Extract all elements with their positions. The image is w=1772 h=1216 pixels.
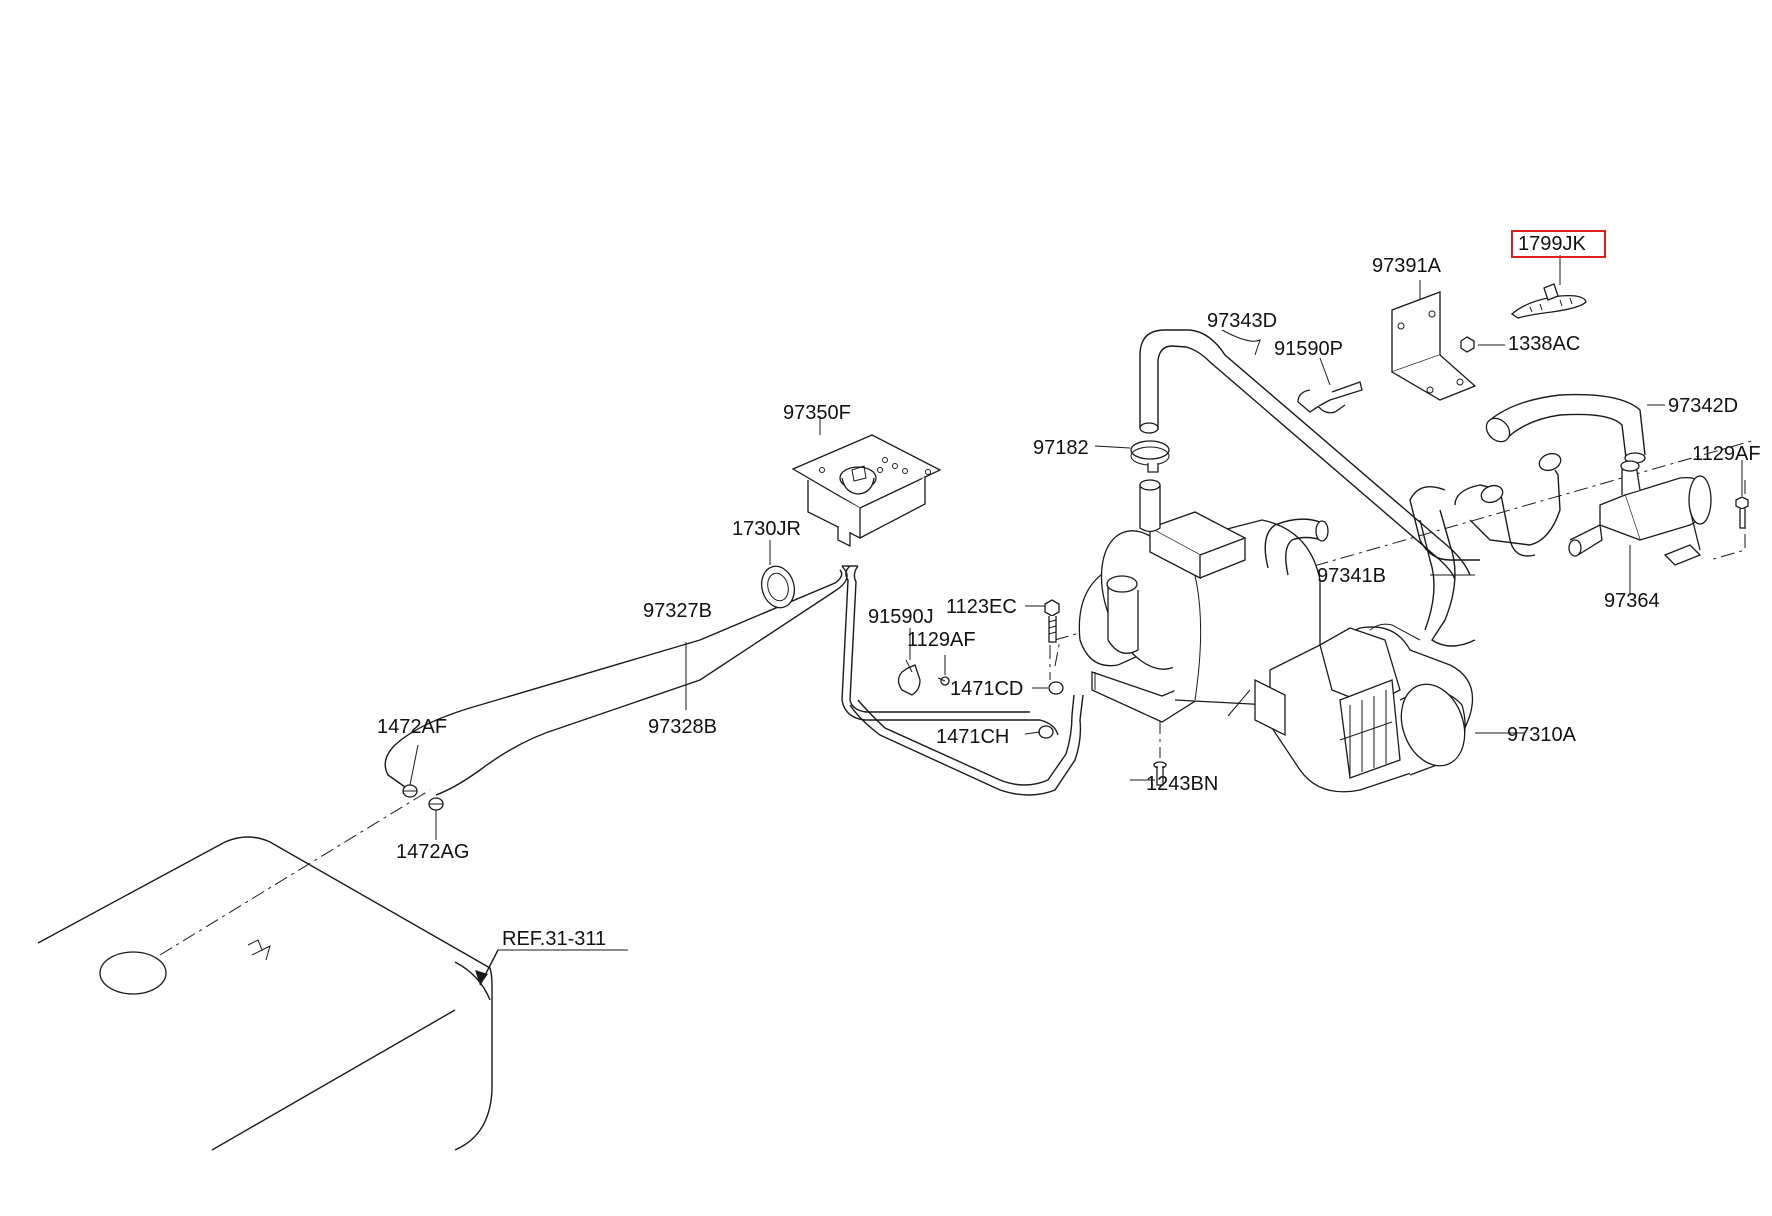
label-97391a[interactable]: 97391A — [1372, 255, 1442, 277]
label-97310a[interactable]: 97310A — [1507, 724, 1577, 746]
hose-clip-1472ag — [428, 797, 444, 811]
label-97328b[interactable]: 97328B — [648, 716, 717, 738]
hose-97342d — [1485, 393, 1646, 464]
hose-clamp-97182 — [1130, 440, 1170, 473]
screw-1129af-middle — [937, 676, 950, 686]
label-91590j[interactable]: 91590J — [868, 606, 934, 628]
fuel-tank — [37, 836, 493, 1151]
label-97341b[interactable]: 97341B — [1317, 565, 1386, 587]
fuel-line-97327b — [384, 565, 1084, 796]
controller-97350f — [791, 434, 942, 548]
tank-filler-cap — [99, 951, 167, 995]
label-97350f[interactable]: 97350F — [783, 402, 851, 424]
label-1338ac[interactable]: 1338AC — [1508, 333, 1580, 355]
hose-clip-1471cd — [1048, 681, 1064, 695]
label-1472af[interactable]: 1472AF — [377, 716, 447, 738]
bolt-1123ec — [1044, 599, 1060, 643]
label-97343d[interactable]: 97343D — [1207, 310, 1277, 332]
label-1129af-middle[interactable]: 1129AF — [907, 629, 976, 651]
heater-97310a — [1078, 479, 1474, 793]
label-1243bn[interactable]: 1243BN — [1146, 773, 1218, 795]
clip-91590j — [897, 659, 921, 696]
bracket-97391a — [1391, 291, 1477, 401]
label-91590p[interactable]: 91590P — [1274, 338, 1343, 360]
label-97327b[interactable]: 97327B — [643, 600, 712, 622]
clip-91590p — [1297, 381, 1363, 414]
nut-1338ac — [1460, 336, 1475, 353]
pump-97364 — [1568, 460, 1712, 566]
cable-tie-1799jk — [1510, 283, 1587, 319]
label-ref[interactable]: REF.31-311 — [502, 928, 606, 950]
label-1129af-right[interactable]: 1129AF — [1692, 443, 1761, 465]
label-97364[interactable]: 97364 — [1604, 590, 1660, 612]
label-1730jr[interactable]: 1730JR — [732, 518, 801, 540]
hose-clip-1472af — [402, 784, 418, 798]
label-97182[interactable]: 97182 — [1033, 437, 1089, 459]
screw-1243bn — [1153, 761, 1167, 786]
label-1471ch[interactable]: 1471CH — [936, 726, 1009, 748]
label-1799jk[interactable]: 1799JK — [1518, 233, 1586, 255]
label-97342d[interactable]: 97342D — [1668, 395, 1738, 417]
highlight-box — [1511, 230, 1606, 258]
hose-97341b — [1409, 452, 1562, 647]
bolt-1129af-right — [1735, 496, 1749, 529]
hose-clip-1471ch — [1038, 725, 1054, 739]
grommet-1730jr — [760, 565, 796, 609]
label-1471cd[interactable]: 1471CD — [950, 678, 1023, 700]
label-1123ec[interactable]: 1123EC — [946, 596, 1017, 618]
label-1472ag[interactable]: 1472AG — [396, 841, 469, 863]
